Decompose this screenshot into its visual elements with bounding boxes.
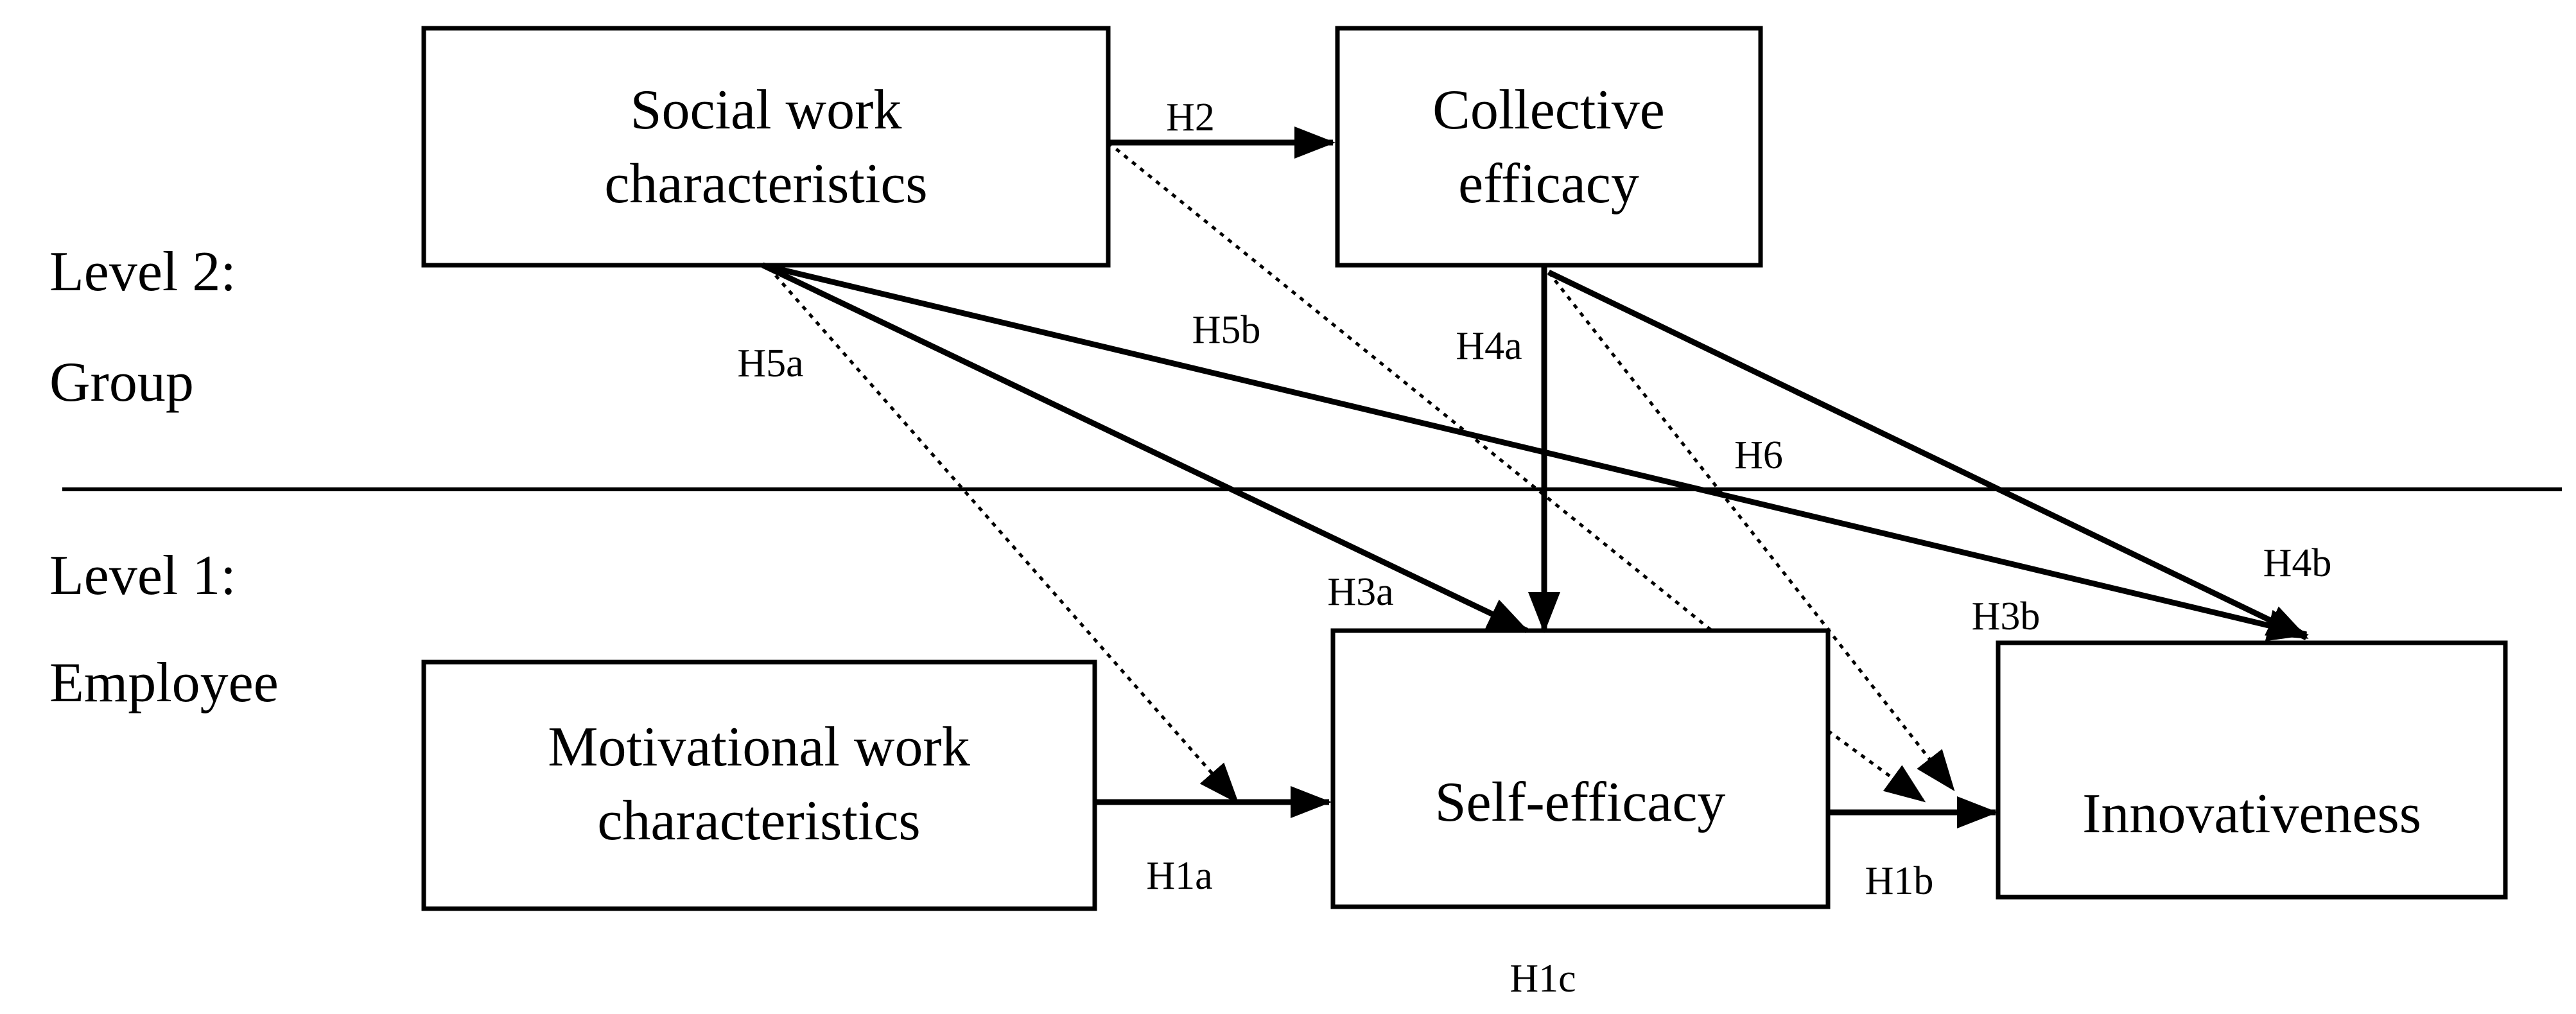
motivational-work-characteristics-box: Motivational work characteristics bbox=[421, 660, 1097, 911]
h3a-label: H3a bbox=[1327, 570, 1393, 614]
h6-moderation-arrow bbox=[1547, 271, 1955, 792]
h1c-moderation-arrow bbox=[1827, 729, 1926, 803]
collective-efficacy-label-line2: efficacy bbox=[1458, 153, 1639, 215]
employee-label: Employee bbox=[49, 652, 279, 714]
group-label: Group bbox=[49, 351, 194, 414]
self-efficacy-box: Self-efficacy bbox=[1330, 628, 1831, 909]
social-work-label-line1: Social work bbox=[631, 79, 902, 141]
h4a-label: H4a bbox=[1456, 324, 1522, 368]
motivational-work-label-line2: characteristics bbox=[597, 790, 920, 852]
collective-efficacy-label-line1: Collective bbox=[1432, 79, 1665, 141]
h5b-label: H5b bbox=[1192, 308, 1261, 352]
h1a-label: H1a bbox=[1146, 854, 1212, 898]
h3a-arrow bbox=[761, 262, 1529, 634]
social-work-characteristics-box: Social work characteristics bbox=[421, 26, 1111, 268]
social-work-label-line2: characteristics bbox=[604, 153, 927, 215]
h1b-label: H1b bbox=[1865, 859, 1934, 903]
innovativeness-box: Innovativeness bbox=[1996, 640, 2508, 900]
h3b-arrow bbox=[761, 262, 2309, 642]
h5a-moderation-arrow bbox=[774, 274, 1239, 805]
level-2-label: Level 2: bbox=[49, 241, 236, 303]
motivational-work-label-line1: Motivational work bbox=[548, 716, 970, 778]
h6-label: H6 bbox=[1734, 433, 1783, 477]
h3b-label: H3b bbox=[1972, 595, 2041, 638]
self-efficacy-label: Self-efficacy bbox=[1435, 771, 1726, 834]
h4b-arrow bbox=[1547, 269, 2309, 641]
h2-label: H2 bbox=[1166, 96, 1215, 139]
level-1-label: Level 1: bbox=[49, 545, 236, 607]
innovativeness-label: Innovativeness bbox=[2082, 783, 2421, 845]
h4b-label: H4b bbox=[2263, 541, 2332, 585]
h1c-label: H1c bbox=[1510, 957, 1576, 1001]
h5a-label: H5a bbox=[737, 342, 803, 385]
collective-efficacy-box: Collective efficacy bbox=[1335, 26, 1763, 268]
